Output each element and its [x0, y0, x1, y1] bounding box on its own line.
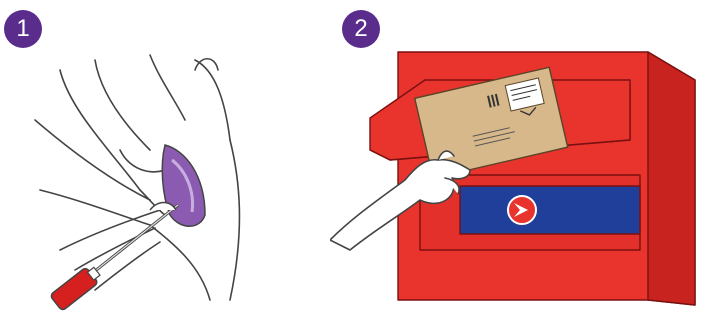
swab-handle: [50, 263, 103, 311]
mailbox-drop-illustration: [330, 0, 706, 324]
step-1-panel: 1: [0, 0, 330, 324]
canada-post-logo-icon: [508, 196, 536, 224]
swab-collection-illustration: [0, 0, 330, 324]
step-2-panel: 2: [330, 0, 706, 324]
mailbox-blue-band: [460, 186, 640, 234]
